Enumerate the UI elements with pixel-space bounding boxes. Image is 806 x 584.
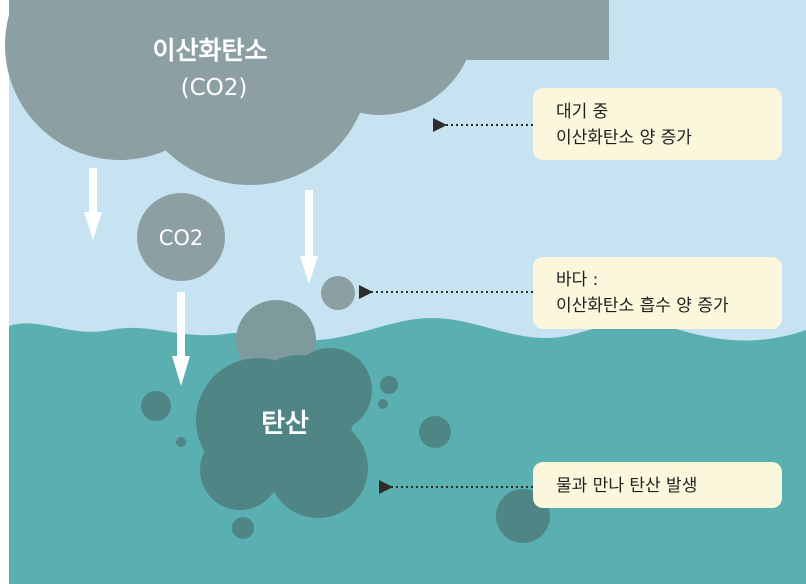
cloud-formula: (CO2) <box>181 75 248 101</box>
carbonic-acid-blob <box>196 300 372 518</box>
co2-bubble-label: CO2 <box>159 226 204 250</box>
carbonic-acid-label: 탄산 <box>261 409 309 439</box>
co2-cloud <box>5 0 609 185</box>
callout-ocean: 바다 : 이산화탄소 흡수 양 증가 <box>533 257 782 329</box>
callout-carbonic-acid-line1: 물과 만나 탄산 발생 <box>556 476 697 496</box>
callout-ocean-line1: 바다 : <box>556 270 598 290</box>
callout-carbonic-acid: 물과 만나 탄산 발생 <box>533 462 782 508</box>
callout-ocean-line2: 이산화탄소 흡수 양 증가 <box>556 296 729 316</box>
cloud-title: 이산화탄소 <box>152 36 267 65</box>
callout-atmosphere-line2: 이산화탄소 양 증가 <box>556 128 692 148</box>
absorption-arrow-middle <box>172 292 190 386</box>
callout-atmosphere: 대기 중 이산화탄소 양 증가 <box>533 88 782 160</box>
callout-atmosphere-line1: 대기 중 <box>556 102 608 122</box>
sea-background <box>9 317 806 584</box>
co2-bubble <box>137 193 225 281</box>
small-bubble-air <box>321 276 355 310</box>
absorption-arrow-left <box>84 168 102 240</box>
absorption-arrow-right <box>300 190 318 284</box>
